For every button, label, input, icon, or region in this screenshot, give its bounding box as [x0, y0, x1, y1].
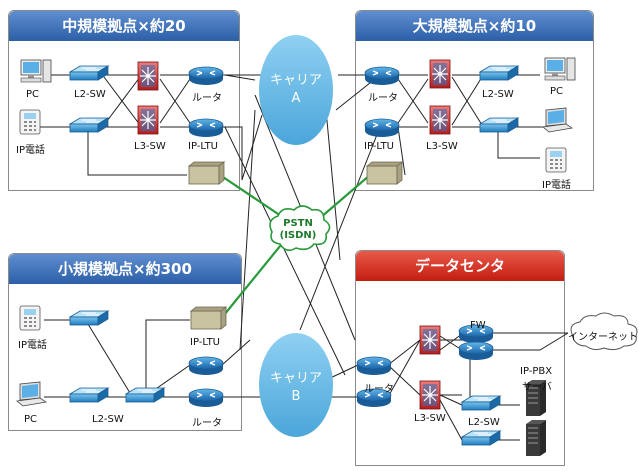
dc-fw-label: FW — [470, 320, 486, 331]
internet-label: インターネット — [568, 332, 638, 343]
large-l2sw-top-icon — [479, 65, 519, 81]
panel-mid-title: 中規模拠点×約20 — [9, 11, 239, 41]
large-l3sw-top-icon — [429, 59, 451, 89]
mid-l2sw-label: L2-SW — [74, 89, 106, 100]
small-ip-phone-icon — [19, 305, 41, 331]
large-ipltu-icon — [364, 118, 400, 138]
mid-ipltu-icon — [188, 118, 224, 138]
mid-l3sw-label: L3-SW — [134, 141, 166, 152]
carrier-a-line1: キャリア — [269, 73, 322, 88]
small-router-icon — [188, 388, 224, 408]
large-ipphone-label: IP電話 — [542, 180, 571, 191]
mid-pc-icon — [20, 59, 52, 83]
mid-l2sw-top-icon — [69, 65, 109, 81]
small-router-label: ルータ — [192, 418, 222, 429]
dc-server-bottom-icon — [525, 419, 547, 457]
carrier-a-label: キャリア A — [261, 72, 331, 108]
large-l2sw-label: L2-SW — [482, 89, 514, 100]
mid-ip-phone-icon — [19, 109, 41, 135]
panel-small-site: 小規模拠点×約300 — [8, 253, 242, 431]
large-pc-label: PC — [550, 86, 564, 97]
pstn-label: PSTN (ISDN) — [272, 218, 324, 242]
mid-router-icon — [188, 66, 224, 86]
large-l3sw-label: L3-SW — [426, 141, 458, 152]
dc-l2sw-top-icon — [461, 395, 501, 411]
mid-router-label: ルータ — [192, 93, 222, 104]
pstn-cloud — [269, 205, 331, 252]
small-pc-label: PC — [24, 414, 38, 425]
small-l2sw-icon — [125, 387, 165, 403]
small-laptop-icon — [16, 381, 47, 407]
dc-l3sw-top-icon — [419, 325, 441, 355]
small-ipltu-icon — [190, 306, 227, 330]
mid-l3sw-bottom-icon — [137, 105, 159, 135]
large-modem-icon — [366, 161, 403, 185]
mid-modem-icon — [188, 161, 225, 185]
carrier-b-cloud — [259, 333, 333, 437]
mid-pc-label: PC — [26, 89, 40, 100]
mid-ipltu-label: IP-LTU — [188, 141, 218, 152]
panel-dc-title: データセンタ — [356, 251, 564, 281]
dc-fw-bottom-icon — [458, 341, 494, 361]
dc-l3sw-bottom-icon — [419, 380, 441, 410]
small-ipltu-label: IP-LTU — [190, 337, 220, 348]
dc-l2sw-bottom-icon — [461, 430, 501, 446]
mid-l3sw-top-icon — [137, 61, 159, 91]
mid-ipphone-label: IP電話 — [16, 145, 45, 156]
large-laptop-icon — [542, 107, 573, 133]
small-l2sw-left-icon — [69, 387, 109, 403]
pstn-line2: (ISDN) — [279, 230, 317, 241]
large-router-icon — [364, 66, 400, 86]
large-l2sw-bottom-icon — [479, 117, 519, 133]
carrier-b-line2: B — [291, 389, 301, 404]
carrier-a-cloud — [259, 35, 333, 145]
large-l3sw-bottom-icon — [429, 105, 451, 135]
internet-cloud — [570, 312, 638, 351]
large-pc-icon — [544, 57, 576, 81]
panel-large-title: 大規模拠点×約10 — [356, 11, 593, 41]
carrier-b-line1: キャリア — [269, 371, 322, 386]
small-l2sw-top-icon — [69, 310, 109, 326]
large-router-label: ルータ — [368, 93, 398, 104]
dc-ippbx-label: IP-PBX — [520, 366, 553, 377]
dc-l3sw-label: L3-SW — [414, 413, 446, 424]
dc-server-label: サーバ — [522, 382, 552, 393]
dc-router-label: ルータ — [364, 384, 394, 395]
carrier-b-label: キャリア B — [261, 370, 331, 406]
dc-router-top-icon — [356, 356, 392, 376]
pstn-line1: PSTN — [283, 218, 313, 229]
large-ip-phone-icon — [545, 147, 567, 173]
panel-small-title: 小規模拠点×約300 — [9, 254, 241, 284]
dc-l2sw-label: L2-SW — [468, 417, 500, 428]
panel-mid-site: 中規模拠点×約20 — [8, 10, 240, 191]
small-ipphone-label: IP電話 — [18, 340, 47, 351]
large-ipltu-label: IP-LTU — [364, 141, 394, 152]
mid-l2sw-bottom-icon — [69, 117, 109, 133]
small-router-top-icon — [188, 356, 224, 376]
carrier-a-line2: A — [291, 91, 301, 106]
small-l2sw-label: L2-SW — [92, 414, 124, 425]
